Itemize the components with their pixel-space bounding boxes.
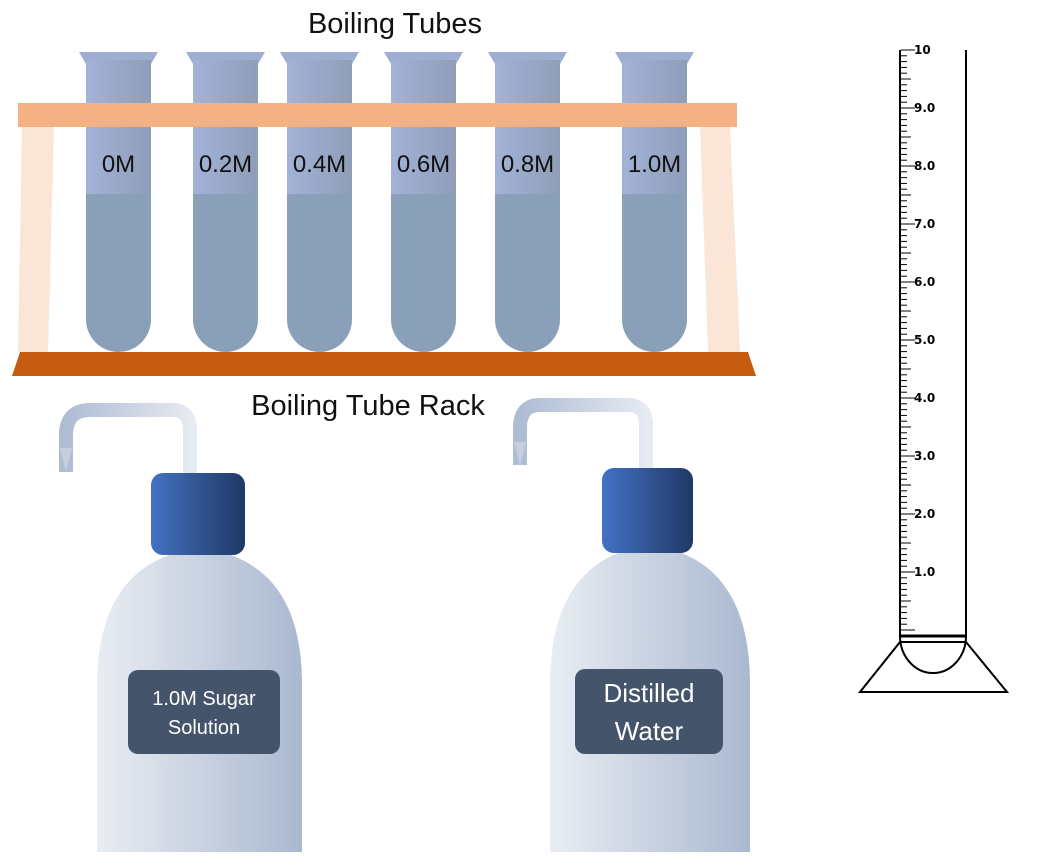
tube-liquid [391, 194, 456, 352]
cylinder-scale: 1.0 2.0 3.0 4.0 5.0 6.0 7.0 8.0 9.0 10 [901, 43, 935, 631]
cylinder-scale-label: 9.0 [914, 101, 935, 115]
boiling-tube [280, 52, 359, 352]
tube-labels: 0M 0.2M 0.4M 0.6M 0.8M 1.0M [102, 151, 681, 178]
rack-top-bar [18, 103, 737, 127]
cylinder-scale-label: 1.0 [914, 565, 935, 579]
bottle-cap [151, 473, 245, 555]
boiling-tube [615, 52, 694, 352]
cylinder-scale-label: 10 [914, 43, 931, 57]
tube-label: 0.2M [199, 151, 252, 178]
cylinder-scale-label: 6.0 [914, 275, 935, 289]
tube-glass [495, 60, 560, 200]
cylinder-scale-label: 7.0 [914, 217, 935, 231]
bottle-nozzle [59, 403, 197, 475]
bottle-label-line2: Water [615, 716, 684, 746]
boiling-tube [79, 52, 158, 352]
title: Boiling Tubes [308, 8, 482, 40]
bottle-label-plate [128, 670, 280, 754]
tube-label: 0.8M [501, 151, 554, 178]
rack-base [12, 352, 756, 376]
wash-bottle-distilled-water: Distilled Water [513, 398, 750, 852]
bottle-label-line1: Distilled [603, 678, 694, 708]
tube-label: 1.0M [628, 151, 681, 178]
tube-liquid [495, 194, 560, 352]
cylinder-stand [857, 641, 1010, 693]
tube-glass [86, 60, 151, 200]
cylinder-scale-label: 2.0 [914, 507, 935, 521]
cylinder-scale-label: 8.0 [914, 159, 935, 173]
bottle-nozzle [513, 398, 653, 470]
cylinder-round-base [899, 635, 967, 674]
boiling-tube [186, 52, 265, 352]
tube-label: 0.4M [293, 151, 346, 178]
wash-bottle-sugar-solution: 1.0M Sugar Solution [59, 403, 302, 852]
tube-glass [193, 60, 258, 200]
rack-label: Boiling Tube Rack [251, 390, 485, 422]
bottle-label-plate [575, 669, 723, 754]
boiling-tube [488, 52, 567, 352]
tube-glass [622, 60, 687, 200]
bottle-label-line1: 1.0M Sugar [152, 688, 256, 710]
cylinder-scale-label: 5.0 [914, 333, 935, 347]
tube-liquid [622, 194, 687, 352]
bottle-cap [602, 468, 693, 553]
bottle-label-line2: Solution [168, 717, 240, 739]
tube-label: 0.6M [397, 151, 450, 178]
cylinder-scale-label: 4.0 [914, 391, 935, 405]
boiling-tubes [79, 52, 694, 352]
tube-label: 0M [102, 151, 135, 178]
tube-liquid [193, 194, 258, 352]
cylinder-scale-label: 3.0 [914, 449, 935, 463]
boiling-tube [384, 52, 463, 352]
tube-glass [287, 60, 352, 200]
tube-liquid [86, 194, 151, 352]
tube-glass [391, 60, 456, 200]
measuring-cylinder: 1.0 2.0 3.0 4.0 5.0 6.0 7.0 8.0 9.0 10 [857, 43, 1010, 693]
tube-liquid [287, 194, 352, 352]
rack-legs [18, 125, 740, 352]
